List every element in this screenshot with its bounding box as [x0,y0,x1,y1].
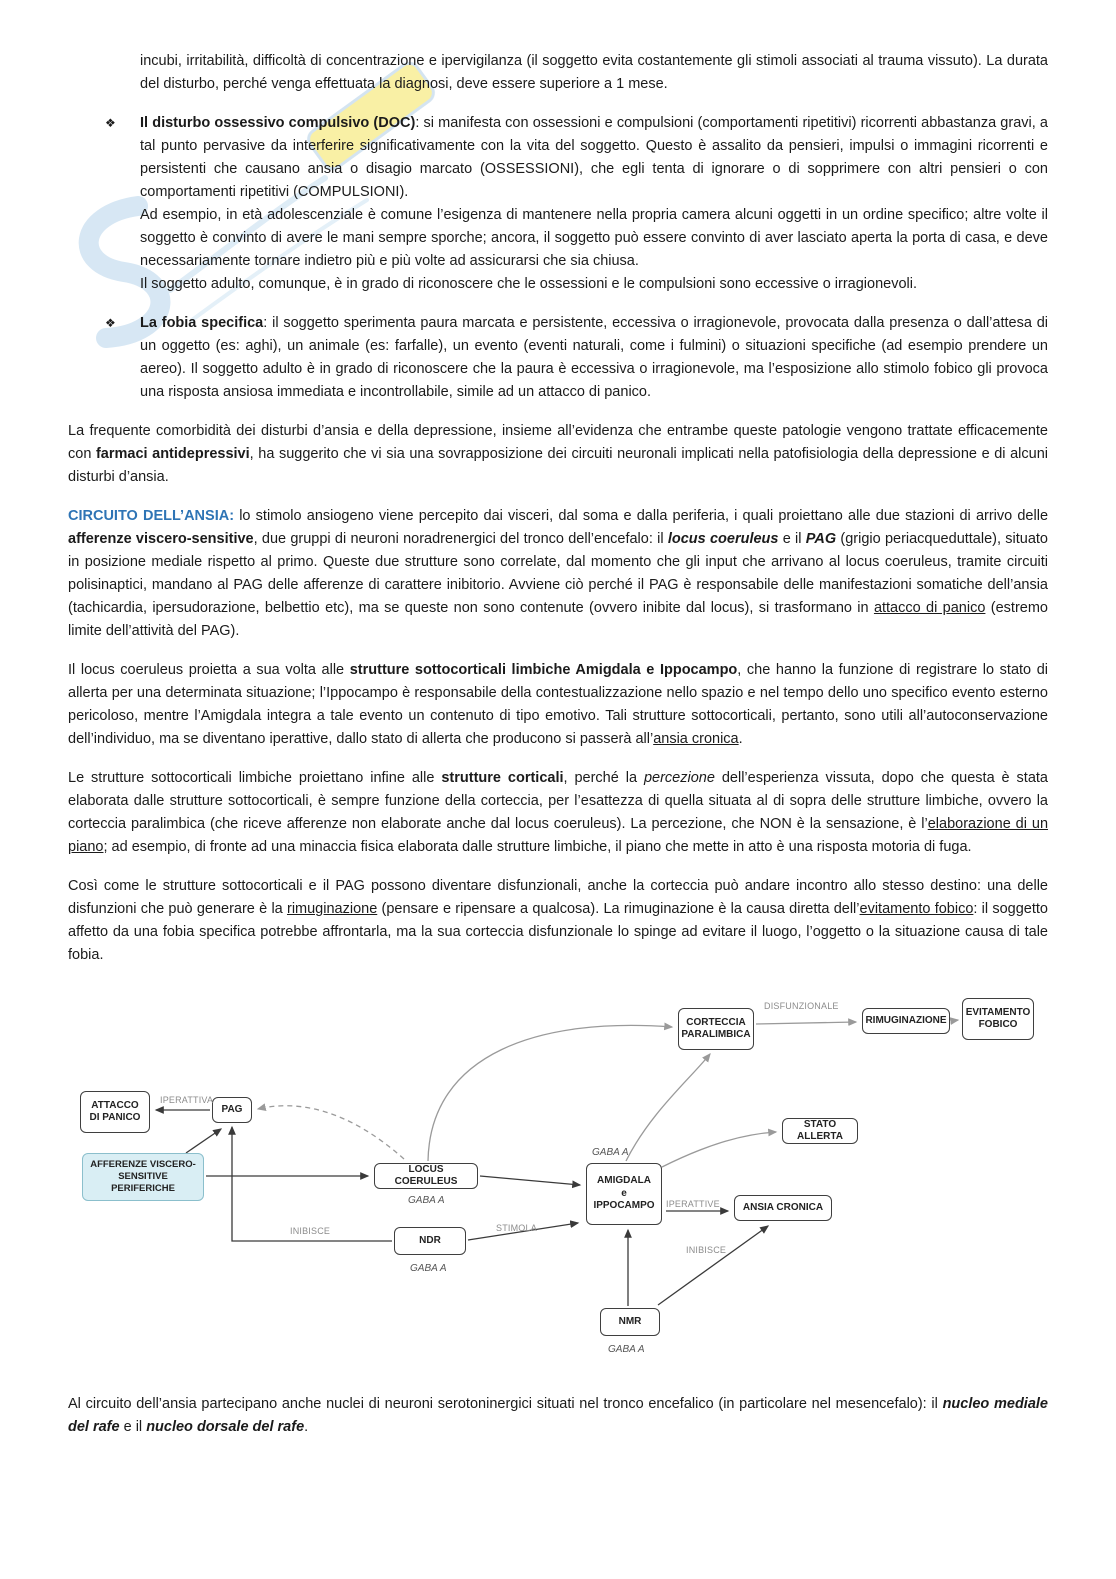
node-rimuginazione: RIMUGINAZIONE [862,1008,950,1034]
gaba-label-amigdala: GABA A [592,1147,629,1158]
gaba-label-ndr: GABA A [410,1263,447,1274]
gaba-label-locus: GABA A [408,1195,445,1206]
node-pag: PAG [212,1097,252,1123]
node-attacco-di-panico: ATTACCO DI PANICO [80,1091,150,1133]
arrow-amigdala-corteccia [625,1052,711,1162]
node-corteccia-paralimbica: CORTECCIA PARALIMBICA [678,1008,754,1050]
arrow-nmr-ansia [657,1225,770,1306]
anxiety-circuit-diagram: CORTECCIA PARALIMBICA RIMUGINAZIONE EVIT… [0,983,1116,1375]
node-nmr: NMR [600,1308,660,1336]
paragraph-fobia-specifica: La fobia specifica: il soggetto sperimen… [140,315,1049,400]
paragraph-ptsd-continuation: incubi, irritabilità, difficoltà di conc… [140,53,1048,92]
bullet-item-fobia: ❖ La fobia specifica: il soggetto sperim… [68,312,1048,404]
paragraph-nuclei-rafe: Al circuito dell’ansia partecipano anche… [68,1396,1048,1435]
bullet-diamond-icon: ❖ [105,316,116,330]
arrow-amigdala-stato-allerta [661,1128,778,1168]
node-locus-coeruleus: LOCUS COERULEUS [374,1163,478,1189]
arrow-ndr-pag [228,1125,392,1242]
arrow-ndr-amigdala [467,1220,580,1241]
arrow-locus-amigdala [479,1175,582,1189]
diagram-arrows [154,1017,960,1306]
edge-label-iperattiva: IPERATTIVA [160,1095,214,1105]
paragraph-rimuginazione: Così come le strutture sottocorticali e … [68,878,1048,963]
text-column: incubi, irritabilità, difficoltà di conc… [68,53,1049,963]
gaba-label-nmr: GABA A [608,1344,645,1355]
node-ndr: NDR [394,1227,466,1255]
node-evitamento-fobico: EVITAMENTO FOBICO [962,998,1034,1040]
paragraph-strutture-corticali: Le strutture sottocorticali limbiche pro… [68,770,1049,855]
arrow-afferenze-pag [185,1128,223,1154]
bullet-diamond-icon: ❖ [105,116,116,130]
paragraph-comorbidita: La frequente comorbidità dei disturbi d’… [68,423,1048,485]
edge-label-stimola: STIMOLA [496,1223,537,1233]
arrow-locus-pag-dashed [256,1103,405,1160]
arrow-corteccia-rimuginazione [755,1018,858,1027]
edge-label-iperattive: IPERATTIVE [666,1199,720,1209]
paragraph-circuito-ansia: CIRCUITO DELL’ANSIA: lo stimolo ansiogen… [68,508,1049,639]
text-column: Al circuito dell’ansia partecipano anche… [0,1393,1116,1439]
bullet-item-doc: ❖ Il disturbo ossessivo compulsivo (DOC)… [68,112,1048,296]
node-stato-allerta: STATO ALLERTA [782,1118,858,1144]
node-afferenze-viscero-sensitive: AFFERENZE VISCERO- SENSITIVE PERIFERICHE [82,1153,204,1201]
edge-label-disfunzionale: DISFUNZIONALE [764,1001,839,1011]
arrow-locus-corteccia [427,1022,674,1162]
node-amigdala-ippocampo: AMIGDALA e IPPOCAMPO [586,1163,662,1225]
arrow-rimuginazione-evitamento [949,1017,960,1025]
node-ansia-cronica: ANSIA CRONICA [734,1195,832,1221]
paragraph-locus-coeruleus: Il locus coeruleus proietta a sua volta … [68,662,1048,747]
edge-label-inibisce-ndr: INIBISCE [290,1226,331,1236]
edge-label-inibisce-nmr: INIBISCE [686,1245,727,1255]
paragraph-doc: Il disturbo ossessivo compulsivo (DOC): … [140,115,1048,292]
